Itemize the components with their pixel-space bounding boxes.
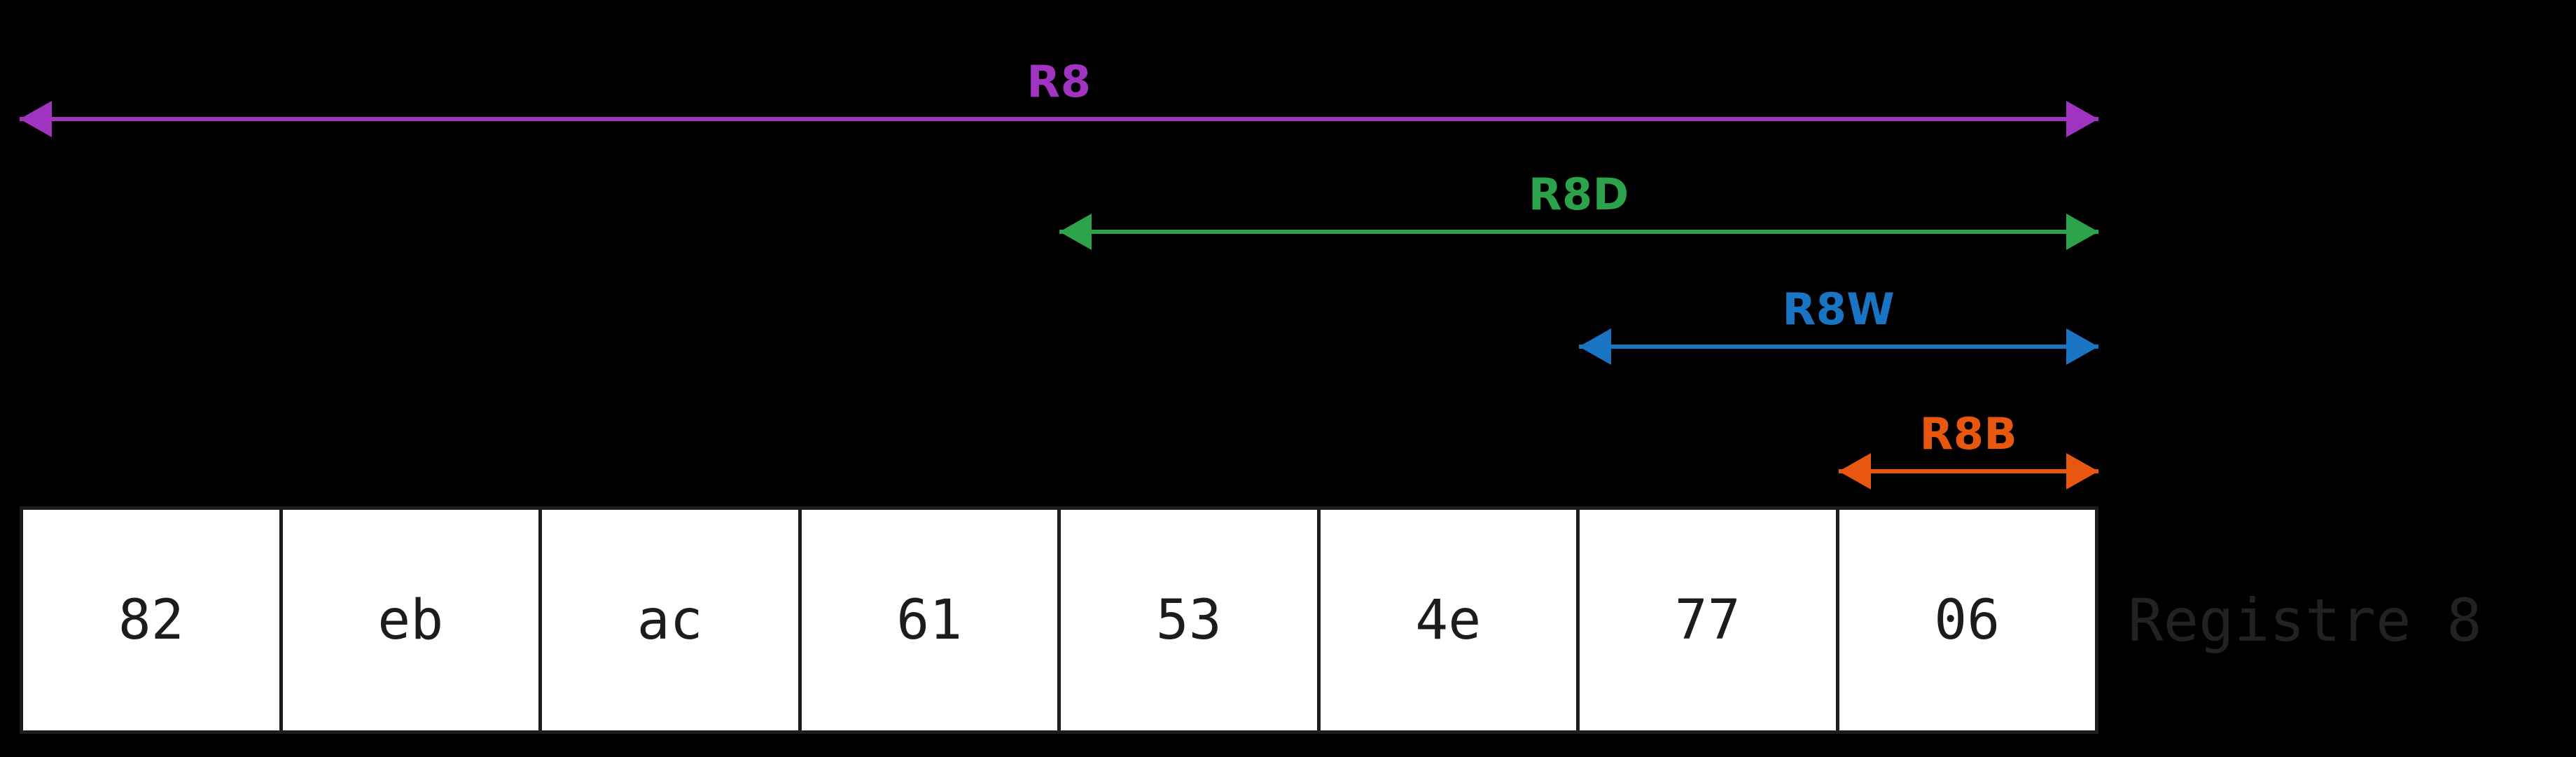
register-byte-value: 4e bbox=[1415, 588, 1482, 652]
arrow-left-icon bbox=[1059, 214, 1092, 250]
arrow-right-icon bbox=[2066, 101, 2098, 137]
arrow-right-icon bbox=[2066, 453, 2098, 489]
span-label-r8w: R8W bbox=[1782, 284, 1895, 335]
register-byte-row: 82 eb ac 61 53 4e 77 06 bbox=[20, 506, 2098, 734]
span-label-r8d: R8D bbox=[1528, 169, 1629, 220]
span-arrow-line bbox=[1059, 230, 2098, 234]
span-arrow-line bbox=[1578, 345, 2098, 349]
span-label-r8: R8 bbox=[1026, 56, 1092, 107]
arrow-left-icon bbox=[1578, 328, 1611, 365]
arrow-left-icon bbox=[1838, 453, 1871, 489]
register-byte-cell: 61 bbox=[798, 506, 1061, 734]
register-byte-value: 06 bbox=[1934, 588, 2000, 652]
register-byte-value: 82 bbox=[118, 588, 184, 652]
span-arrow-line bbox=[1838, 469, 2098, 473]
register-caption: Registre 8 bbox=[2128, 585, 2482, 655]
register-byte-value: eb bbox=[377, 588, 444, 652]
register-byte-cell: 4e bbox=[1316, 506, 1580, 734]
arrow-left-icon bbox=[20, 101, 52, 137]
arrow-right-icon bbox=[2066, 214, 2098, 250]
register-byte-value: 61 bbox=[896, 588, 963, 652]
arrow-right-icon bbox=[2066, 328, 2098, 365]
span-arrow-line bbox=[20, 117, 2098, 121]
register-byte-cell: 06 bbox=[1835, 506, 2098, 734]
register-byte-cell: ac bbox=[538, 506, 802, 734]
register-byte-value: ac bbox=[636, 588, 703, 652]
register-byte-cell: 82 bbox=[20, 506, 283, 734]
register-byte-cell: 53 bbox=[1057, 506, 1321, 734]
register-byte-cell: 77 bbox=[1576, 506, 1839, 734]
register-byte-value: 77 bbox=[1674, 588, 1741, 652]
register-byte-value: 53 bbox=[1155, 588, 1222, 652]
register-byte-cell: eb bbox=[279, 506, 542, 734]
span-label-r8b: R8B bbox=[1919, 408, 2018, 459]
